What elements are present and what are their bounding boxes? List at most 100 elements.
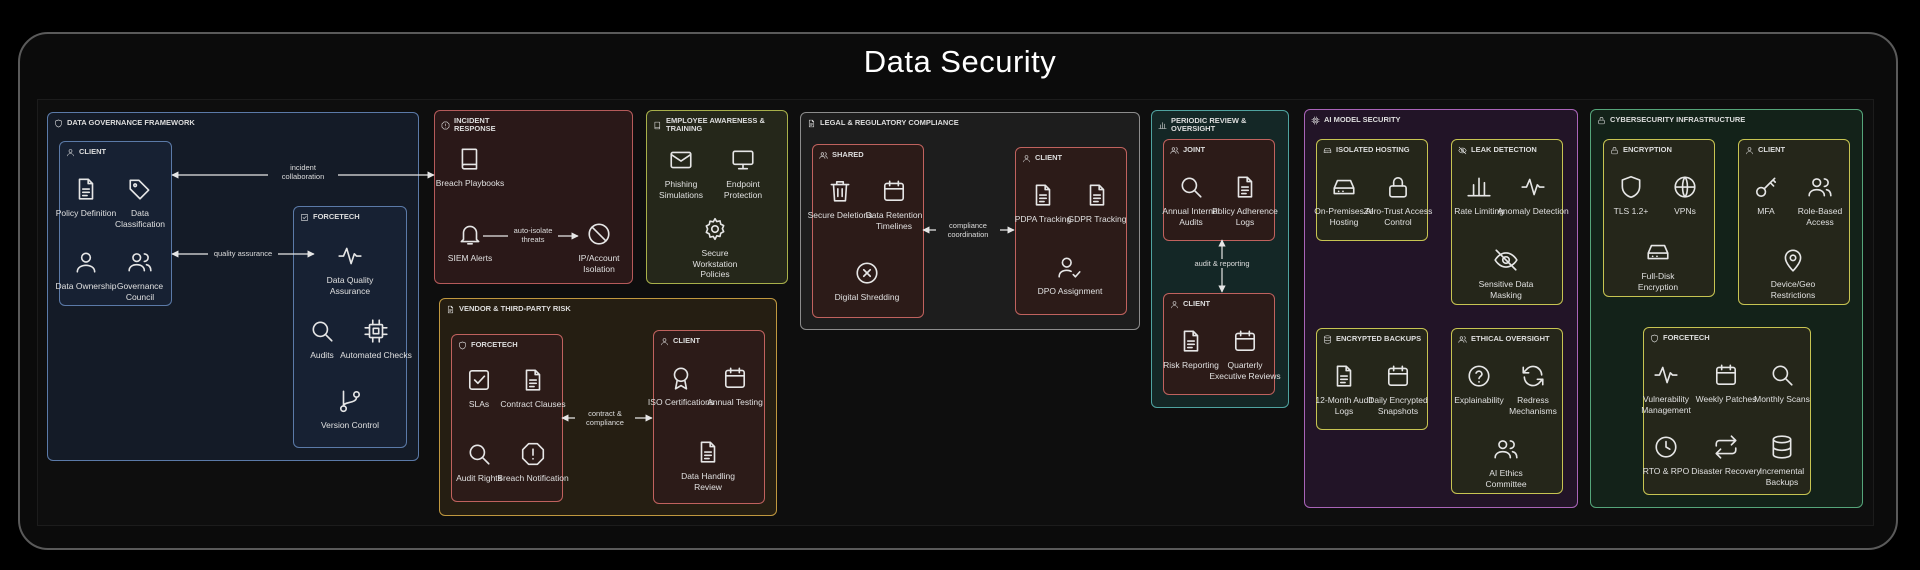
legal-shared-box: SHARED Secure Deletions Data Retention T… (808, 144, 924, 318)
governance-client-box: CLIENT Policy Definition Data Classifica… (56, 141, 175, 306)
box-title: FORCETECH (313, 212, 360, 222)
panel-title: EMPLOYEE AWARENESS & TRAINING (666, 116, 765, 134)
box-title: ISOLATED HOSTING (1336, 145, 1410, 155)
legal-client-box: CLIENT PDPA Tracking GDPR Tracking DPO A… (1015, 147, 1127, 315)
audit-logs-12-month: 12-Month Audit Logs (1308, 363, 1380, 416)
box-title: SHARED (832, 150, 864, 160)
incremental-backups: Incremental Backups (1750, 434, 1814, 487)
full-disk-encryption: Full-Disk Encryption (1622, 239, 1694, 292)
risk-reporting: Risk Reporting (1155, 328, 1227, 371)
breach-playbooks: Breach Playbooks (434, 146, 506, 189)
diagram-title: Data Security (863, 44, 1057, 79)
box-title: FORCETECH (1663, 333, 1710, 343)
box-title: CLIENT (1035, 153, 1063, 163)
panel-title: PERIODIC REVIEW & OVERSIGHT (1171, 116, 1247, 134)
vpns: VPNs (1649, 174, 1721, 217)
rate-limiting: Rate Limiting (1443, 174, 1515, 217)
redress-mechanisms: Redress Mechanisms (1497, 363, 1569, 416)
digital-shredding: Digital Shredding (831, 260, 903, 303)
phishing-simulations: Phishing Simulations (645, 147, 717, 200)
cyber-client-box: CLIENT MFA Role-Based Access Device/Geo … (1738, 139, 1850, 305)
incident-response-panel: INCIDENT RESPONSE Breach Playbooks SIEM … (434, 110, 633, 284)
panel-title: VENDOR & THIRD-PARTY RISK (459, 304, 571, 314)
box-title: FORCETECH (471, 340, 518, 350)
zero-trust-access-control: Zero-Trust Access Control (1362, 174, 1434, 227)
audit-rights: Audit Rights (443, 441, 515, 484)
link-label-audit-reporting: audit & reporting (1186, 259, 1258, 268)
data-handling-review: Data Handling Review (672, 439, 744, 492)
governance-forcetech-box: FORCETECH Data Quality Assurance Audits … (293, 206, 412, 448)
box-title: ENCRYPTION (1623, 145, 1672, 155)
quarterly-executive-reviews: Quarterly Executive Reviews (1209, 328, 1281, 381)
data-retention-timelines: Data Retention Timelines (858, 178, 930, 231)
box-title: LEAK DETECTION (1471, 145, 1537, 155)
gdpr-tracking: GDPR Tracking (1061, 182, 1133, 225)
sensitive-data-masking: Sensitive Data Masking (1470, 247, 1542, 300)
iso-certifications: ISO Certifications (645, 365, 717, 408)
monthly-scans: Monthly Scans (1752, 362, 1812, 405)
panel-title: DATA GOVERNANCE FRAMEWORK (67, 118, 195, 128)
box-title: ETHICAL OVERSIGHT (1471, 334, 1550, 344)
weekly-patches: Weekly Patches (1691, 362, 1761, 405)
panel-title: LEGAL & REGULATORY COMPLIANCE (820, 118, 959, 128)
box-title: ENCRYPTED BACKUPS (1336, 334, 1422, 344)
ai-ethics-committee: AI Ethics Committee (1470, 436, 1542, 489)
encrypted-backups-box: ENCRYPTED BACKUPS 12-Month Audit Logs Da… (1315, 328, 1428, 430)
cyber-forcetech-box: FORCETECH Vulnerability Management Weekl… (1641, 327, 1814, 495)
annual-testing: Annual Testing (699, 365, 771, 408)
role-based-access: Role-Based Access (1784, 174, 1856, 227)
version-control: Version Control (314, 388, 386, 431)
daily-encrypted-snapshots: Daily Encrypted Snapshots (1362, 363, 1434, 416)
audits: Audits (286, 318, 358, 361)
pdpa-tracking: PDPA Tracking (1007, 182, 1079, 225)
panel-title: INCIDENT RESPONSE (454, 116, 496, 134)
ethical-oversight-box: ETHICAL OVERSIGHT Explainability Redress… (1451, 328, 1563, 494)
device-geo-restrictions: Device/Geo Restrictions (1757, 247, 1829, 300)
explainability: Explainability (1443, 363, 1515, 406)
tls-1-2: TLS 1.2+ (1595, 174, 1667, 217)
contract-clauses: Contract Clauses (497, 367, 569, 410)
disaster-recovery: Disaster Recovery (1691, 434, 1761, 477)
dpo-assignment: DPO Assignment (1034, 254, 1106, 297)
employee-awareness-panel: EMPLOYEE AWARENESS & TRAINING Phishing S… (646, 110, 788, 284)
data-classification: Data Classification (105, 176, 175, 229)
box-title: CLIENT (79, 147, 107, 157)
link-label-auto-isolate: auto-isolate threats (508, 226, 558, 244)
periodic-client-box: CLIENT Risk Reporting Quarterly Executiv… (1163, 293, 1281, 395)
governance-council: Governance Council (105, 249, 175, 302)
box-title: JOINT (1183, 145, 1206, 155)
ip-account-isolation: IP/Account Isolation (563, 221, 635, 274)
siem-alerts: SIEM Alerts (434, 221, 506, 264)
box-title: CLIENT (1183, 299, 1211, 309)
policy-definition: Policy Definition (51, 176, 121, 219)
vendor-forcetech-box: FORCETECH SLAs Contract Clauses Audit Ri… (451, 334, 569, 502)
rto-rpo: RTO & RPO (1631, 434, 1701, 477)
secure-workstation-policies: Secure Workstation Policies (679, 216, 751, 280)
anomaly-detection: Anomaly Detection (1497, 174, 1569, 217)
isolated-hosting-box: ISOLATED HOSTING On-Premises AI Hosting … (1314, 139, 1432, 241)
link-label-quality-assurance: quality assurance (208, 249, 278, 258)
encryption-box: ENCRYPTION TLS 1.2+ VPNs Full-Disk Encry… (1603, 139, 1715, 297)
link-label-compliance-coordination: compliance coordination (936, 221, 1000, 239)
link-label-contract-compliance: contract & compliance (575, 409, 635, 427)
panel-title: AI MODEL SECURITY (1324, 115, 1401, 125)
breach-notification: Breach Notification (497, 441, 569, 484)
mfa: MFA (1730, 174, 1802, 217)
on-premises-ai-hosting: On-Premises AI Hosting (1308, 174, 1380, 227)
panel-title: CYBERSECURITY INFRASTRUCTURE (1610, 115, 1746, 125)
data-ownership: Data Ownership (51, 249, 121, 292)
leak-detection-box: LEAK DETECTION Rate Limiting Anomaly Det… (1451, 139, 1569, 305)
secure-deletions: Secure Deletions (804, 178, 876, 221)
box-title: CLIENT (673, 336, 701, 346)
policy-adherence-logs: Policy Adherence Logs (1209, 174, 1281, 227)
box-title: CLIENT (1758, 145, 1786, 155)
endpoint-protection: Endpoint Protection (707, 147, 779, 200)
automated-checks: Automated Checks (340, 318, 412, 361)
slas: SLAs (443, 367, 515, 410)
vendor-client-box: CLIENT ISO Certifications Annual Testing… (648, 330, 765, 504)
link-label-incident-collaboration: incident collaboration (268, 163, 338, 181)
data-quality-assurance: Data Quality Assurance (314, 243, 386, 296)
vulnerability-management: Vulnerability Management (1631, 362, 1701, 415)
periodic-joint-box: JOINT Annual Internal Audits Policy Adhe… (1162, 139, 1278, 241)
annual-internal-audits: Annual Internal Audits (1155, 174, 1227, 227)
